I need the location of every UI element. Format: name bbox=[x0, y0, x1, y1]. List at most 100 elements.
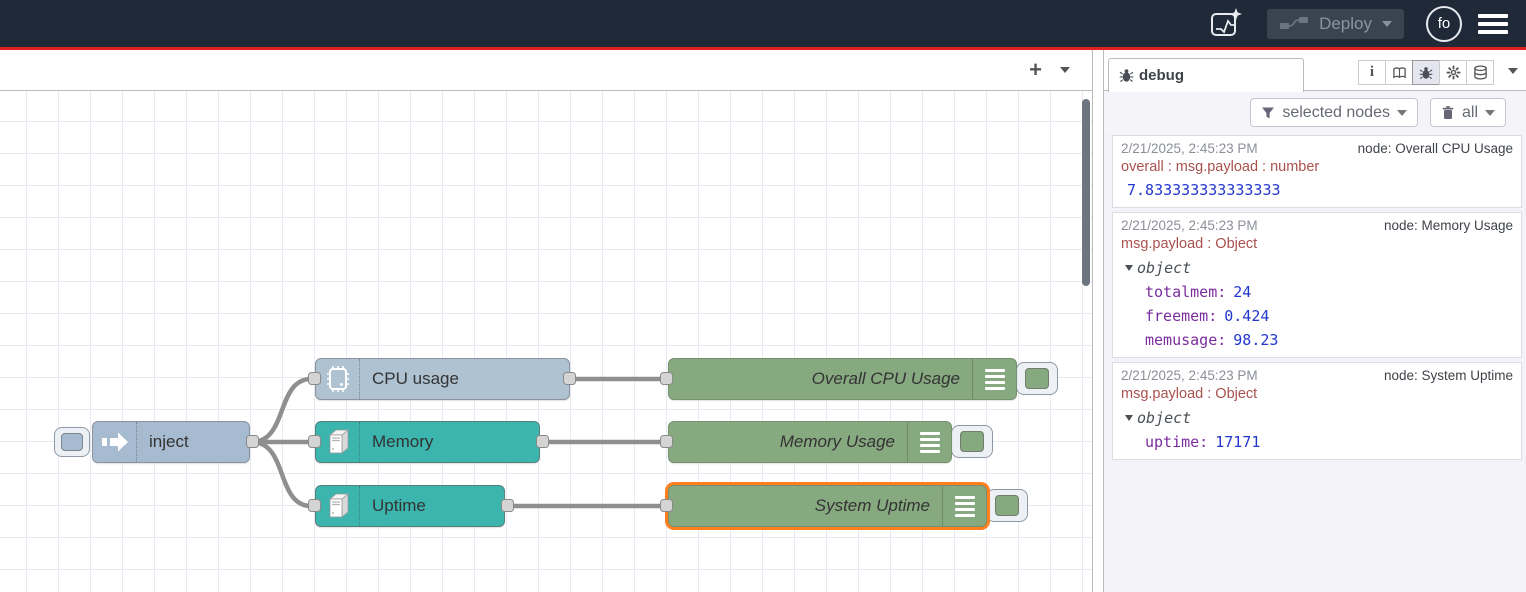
inject-trigger-button[interactable] bbox=[54, 427, 90, 457]
object-expander[interactable]: object bbox=[1121, 255, 1513, 279]
deploy-label: Deploy bbox=[1319, 13, 1372, 33]
node-uptime[interactable]: Uptime bbox=[315, 485, 505, 527]
node-label: Overall CPU Usage bbox=[811, 369, 960, 388]
cpu-input-port[interactable] bbox=[308, 372, 321, 385]
object-label: object bbox=[1137, 409, 1192, 427]
message-property: msg.payload : Object bbox=[1121, 386, 1258, 402]
filter-caret bbox=[1396, 109, 1407, 116]
debug-console-icon bbox=[972, 359, 1016, 399]
node-label: Memory Usage bbox=[779, 432, 895, 451]
memory-output-port[interactable] bbox=[536, 435, 549, 448]
tab-config-icon[interactable] bbox=[1439, 60, 1467, 85]
deploy-icon bbox=[1279, 15, 1309, 33]
node-label: CPU usage bbox=[372, 369, 459, 388]
message-property: msg.payload : Object bbox=[1121, 236, 1258, 252]
debug-toggle-inner bbox=[1025, 368, 1049, 389]
inject-icon bbox=[93, 422, 137, 462]
debug-memory-input-port[interactable] bbox=[660, 435, 673, 448]
field-key: memusage: bbox=[1145, 331, 1227, 349]
debug-message[interactable]: 2/21/2025, 2:45:23 PM node: Overall CPU … bbox=[1112, 135, 1522, 208]
debug-toggle-inner bbox=[960, 431, 984, 452]
filter-funnel-icon bbox=[1262, 107, 1275, 118]
field-key: totalmem: bbox=[1145, 283, 1227, 301]
debug-cpu-input-port[interactable] bbox=[660, 372, 673, 385]
canvas-vertical-scrollbar[interactable] bbox=[1082, 99, 1090, 286]
inject-output-port[interactable] bbox=[246, 435, 259, 448]
header-bar: Deploy fo bbox=[0, 0, 1526, 47]
debug-uptime-input-port[interactable] bbox=[660, 499, 673, 512]
field-value: 24 bbox=[1233, 283, 1252, 301]
deploy-dropdown-caret[interactable] bbox=[1382, 20, 1392, 27]
trash-icon bbox=[1442, 106, 1454, 119]
debug-toggle-button[interactable] bbox=[1016, 362, 1058, 395]
field-key: uptime: bbox=[1145, 433, 1209, 451]
message-property: overall : msg.payload : number bbox=[1121, 159, 1320, 175]
node-label: Uptime bbox=[372, 496, 426, 515]
debug-message-list[interactable]: 2/21/2025, 2:45:23 PM node: Overall CPU … bbox=[1104, 134, 1526, 592]
object-field: freemem:0.424 bbox=[1121, 303, 1513, 327]
field-value: 17171 bbox=[1215, 433, 1261, 451]
field-key: freemem: bbox=[1145, 307, 1218, 325]
header-accent-line bbox=[0, 47, 1526, 50]
object-label: object bbox=[1137, 259, 1192, 277]
debug-message[interactable]: 2/21/2025, 2:45:23 PM node: Memory Usage… bbox=[1112, 212, 1522, 358]
cpu-output-port[interactable] bbox=[563, 372, 576, 385]
sidebar-tab-header: debug i bbox=[1104, 50, 1526, 92]
debug-toggle-inner bbox=[995, 495, 1019, 516]
collapse-caret-icon bbox=[1125, 265, 1133, 271]
debug-toggle-button[interactable] bbox=[951, 425, 993, 458]
add-flow-button[interactable]: + bbox=[1029, 57, 1042, 82]
sidebar-tab-icons: i bbox=[1358, 60, 1494, 85]
sidebar-menu-caret[interactable] bbox=[1508, 68, 1518, 74]
node-label: Memory bbox=[372, 432, 434, 451]
debug-toggle-button[interactable] bbox=[986, 489, 1028, 522]
node-debug-system-uptime[interactable]: System Uptime bbox=[668, 485, 987, 527]
message-value: 7.833333333333333 bbox=[1127, 181, 1281, 199]
sidebar-splitter[interactable] bbox=[1093, 50, 1104, 592]
object-field: totalmem: 24 bbox=[1121, 279, 1513, 303]
bug-icon bbox=[1119, 69, 1134, 83]
node-inject[interactable]: inject bbox=[92, 421, 250, 463]
flow-assistant-icon[interactable] bbox=[1205, 4, 1245, 44]
debug-console-icon bbox=[942, 486, 986, 526]
tab-context-icon[interactable] bbox=[1466, 60, 1494, 85]
object-field: memusage:98.23 bbox=[1121, 327, 1513, 351]
message-node-name: node: System Uptime bbox=[1383, 368, 1513, 383]
object-expander[interactable]: object bbox=[1121, 405, 1513, 429]
flow-list-caret[interactable] bbox=[1060, 67, 1070, 73]
debug-console-icon bbox=[907, 422, 951, 462]
filter-selected-nodes-button[interactable]: selected nodes bbox=[1250, 98, 1418, 127]
inject-trigger-inner bbox=[61, 433, 83, 451]
tab-info-icon[interactable]: i bbox=[1358, 60, 1386, 85]
user-avatar[interactable]: fo bbox=[1426, 5, 1462, 42]
server-tower-icon bbox=[316, 422, 360, 462]
node-label: System Uptime bbox=[814, 496, 930, 515]
clear-caret bbox=[1485, 109, 1495, 116]
message-node-name: node: Overall CPU Usage bbox=[1357, 141, 1513, 156]
flow-tabbar: + bbox=[0, 50, 1092, 91]
debug-sidebar: debug i bbox=[1104, 50, 1526, 592]
node-debug-overall-cpu[interactable]: Overall CPU Usage bbox=[668, 358, 1017, 400]
filter-label: selected nodes bbox=[1282, 103, 1390, 121]
debug-filter-row: selected nodes all bbox=[1104, 91, 1526, 134]
main-menu-icon[interactable] bbox=[1478, 13, 1508, 34]
flow-canvas-column: + bbox=[0, 50, 1093, 592]
clear-scope-label: all bbox=[1461, 103, 1478, 121]
node-label: inject bbox=[149, 432, 189, 451]
tab-help-icon[interactable] bbox=[1385, 60, 1413, 85]
clear-all-button[interactable]: all bbox=[1429, 98, 1506, 127]
tab-debug[interactable]: debug bbox=[1108, 58, 1304, 92]
node-debug-memory-usage[interactable]: Memory Usage bbox=[668, 421, 952, 463]
node-memory[interactable]: Memory bbox=[315, 421, 540, 463]
object-field: uptime: 17171 bbox=[1121, 429, 1513, 453]
tab-debug-icon[interactable] bbox=[1412, 60, 1440, 85]
flow-canvas[interactable]: inject CPU usage bbox=[0, 91, 1092, 592]
memory-input-port[interactable] bbox=[308, 435, 321, 448]
debug-message[interactable]: 2/21/2025, 2:45:23 PM node: System Uptim… bbox=[1112, 362, 1522, 460]
tab-debug-label: debug bbox=[1139, 67, 1184, 84]
uptime-output-port[interactable] bbox=[501, 499, 514, 512]
uptime-input-port[interactable] bbox=[308, 499, 321, 512]
deploy-button[interactable]: Deploy bbox=[1267, 8, 1404, 39]
message-node-name: node: Memory Usage bbox=[1383, 218, 1513, 233]
node-cpu-usage[interactable]: CPU usage bbox=[315, 358, 570, 400]
